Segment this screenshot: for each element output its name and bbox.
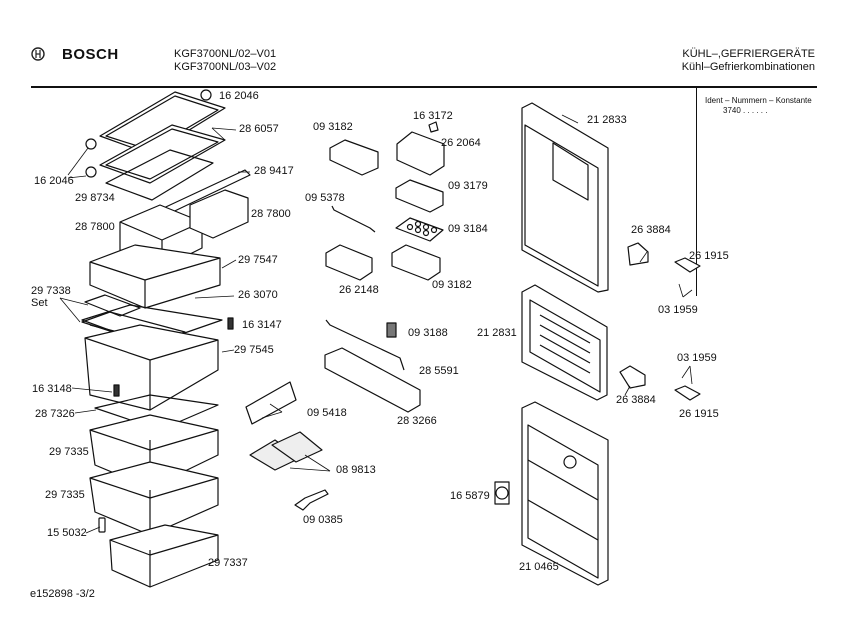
end-cap [201,90,211,100]
model-number-2: KGF3700NL/03–V02 [174,61,277,73]
freezer-door-21-2831 [522,285,607,400]
part-label: 29 7335 [45,489,85,501]
model-number-1: KGF3700NL/02–V01 [174,48,277,60]
part-label: 26 1915 [689,250,729,262]
part-label: 26 3884 [631,224,671,236]
part-label: 28 3266 [397,415,437,427]
clip-16-3148 [114,385,119,396]
part-label: 28 9417 [254,165,294,177]
part-label: 29 8734 [75,192,115,204]
part-label: 28 7800 [75,221,115,233]
clip-15-5032 [99,518,105,532]
part-label: 26 2064 [441,137,481,149]
door-bin-09-3182-top [330,140,378,175]
part-label: 16 2046 [219,90,259,102]
door-bin-09-3182-bottom [392,245,440,280]
drawer-frame-29-7547 [90,245,220,308]
part-label: 26 1915 [679,408,719,420]
part-label: 28 7326 [35,408,75,420]
part-label: 09 0385 [303,514,343,526]
knob-16-5879 [495,482,509,504]
part-label: 03 1959 [658,304,698,316]
hinge-26-3884-bottom [620,366,645,388]
clip-16-3147 [228,318,233,329]
part-label: 29 7545 [234,344,274,356]
plate-09-5418 [246,382,296,424]
ident-value: 3740 . . . . . . [723,106,768,115]
wire-09-5378 [332,206,375,232]
part-label: 15 5032 [47,527,87,539]
part-label: 29 7547 [238,254,278,266]
part-label: 21 2833 [587,114,627,126]
door-shelf-28-3266 [325,348,420,412]
hinge-pin-16-3172 [429,122,438,132]
part-label: 29 7337 [208,557,248,569]
part-label: Set [31,297,48,309]
freezer-drawer-2 [90,462,218,535]
part-label: 09 5418 [307,407,347,419]
category-title: KÜHL–,GEFRIERGERÄTE [682,48,815,60]
end-cap [86,139,96,149]
wire-28-5591 [326,320,404,370]
part-label: 28 7800 [251,208,291,220]
part-label: 26 2148 [339,284,379,296]
hinge-26-1915-top [675,258,700,272]
ice-trays-08-9813 [250,432,322,470]
hinge-26-3884-top [628,243,648,265]
ice-scraper-09-0385 [295,490,328,510]
freezer-drawer-3 [110,525,218,587]
part-label: 09 3182 [432,279,472,291]
part-label: 16 3148 [32,383,72,395]
part-label: 28 6057 [239,123,279,135]
door-bin-09-3179 [396,180,443,212]
part-label: 21 0465 [519,561,559,573]
crisper-drawer-29-7545 [85,325,218,410]
part-label: 16 5879 [450,490,490,502]
glass-plate [106,150,213,200]
door-bin-26-2148 [326,245,372,280]
part-label: 26 3070 [238,289,278,301]
part-label: 08 9813 [336,464,376,476]
part-label: 09 5378 [305,192,345,204]
part-label: 29 7335 [49,446,89,458]
part-label: 26 3884 [616,394,656,406]
butter-cover-26-2064 [397,132,444,175]
bosch-armature-icon [31,47,45,61]
small-drawer-right [190,190,248,238]
end-cap [86,167,96,177]
clip-09-3188 [387,323,396,337]
freezer-door-21-0465 [522,402,608,585]
part-label: 21 2831 [477,327,517,339]
part-label: 09 3188 [408,327,448,339]
part-label: 16 3147 [242,319,282,331]
leader-lines [60,115,692,533]
part-label: 16 3172 [413,110,453,122]
brand-name: BOSCH [62,46,119,63]
category-subtitle: Kühl–Gefrierkombinationen [681,61,815,73]
hinge-26-1915-bottom [675,386,700,400]
egg-tray-09-3184 [396,218,443,241]
ident-box-divider [696,88,697,296]
part-label: 09 3179 [448,180,488,192]
part-label: 29 7338 [31,285,71,297]
ident-title: Ident – Nummern – Konstante [705,96,812,105]
header-divider [31,86,817,88]
part-label: 28 5591 [419,365,459,377]
part-label: 03 1959 [677,352,717,364]
document-code: e152898 -3/2 [30,588,95,600]
part-label: 09 3184 [448,223,488,235]
part-label: 09 3182 [313,121,353,133]
part-label: 16 2046 [34,175,74,187]
fridge-door-21-2833 [522,103,608,292]
